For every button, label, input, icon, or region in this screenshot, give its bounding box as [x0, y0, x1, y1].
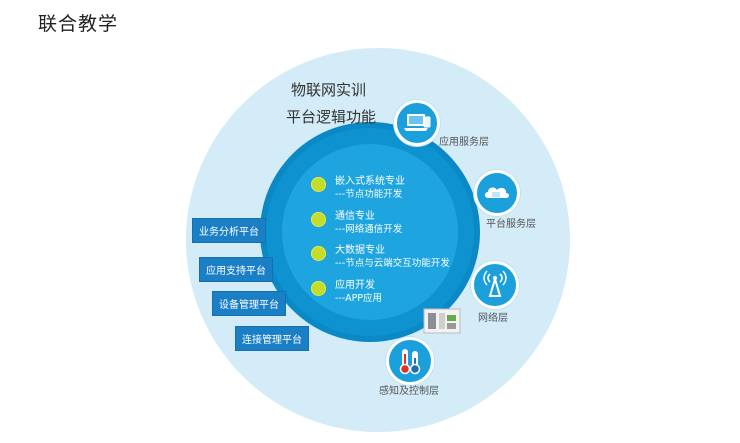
cloud-icon: [474, 170, 520, 216]
page-title: 联合教学: [38, 13, 119, 35]
item-subtitle: ---APP应用: [335, 293, 383, 304]
item-subtitle: ---网络通信开发: [335, 224, 403, 235]
platform-box: 设备管理平台: [212, 291, 286, 316]
antenna-icon: [471, 261, 519, 309]
bullet-icon: [311, 177, 326, 192]
item-title: 嵌入式系统专业: [335, 176, 405, 187]
bullet-icon: [311, 281, 326, 296]
bullet-icon: [311, 212, 326, 227]
item-subtitle: ---节点与云端交互功能开发: [335, 258, 450, 269]
diagram-title-line1: 物联网实训: [291, 81, 367, 99]
layer-label: 平台服务层: [486, 219, 536, 230]
item-title: 通信专业: [335, 211, 375, 222]
item-subtitle: ---节点功能开发: [335, 189, 403, 200]
device-image: [423, 308, 461, 334]
layer-label: 应用服务层: [439, 137, 489, 148]
bullet-icon: [311, 246, 326, 261]
layer-label: 感知及控制层: [379, 386, 439, 397]
inner-circle: [282, 144, 458, 320]
platform-box: 业务分析平台: [192, 218, 266, 243]
diagram-title-line2: 平台逻辑功能: [286, 108, 377, 126]
item-title: 应用开发: [335, 280, 375, 291]
platform-box: 应用支持平台: [199, 257, 273, 282]
thermometer-icon: [386, 337, 434, 385]
item-title: 大数据专业: [335, 245, 385, 256]
platform-box: 连接管理平台: [235, 326, 309, 351]
layer-label: 网络层: [478, 313, 508, 324]
laptop-icon: [394, 100, 440, 146]
